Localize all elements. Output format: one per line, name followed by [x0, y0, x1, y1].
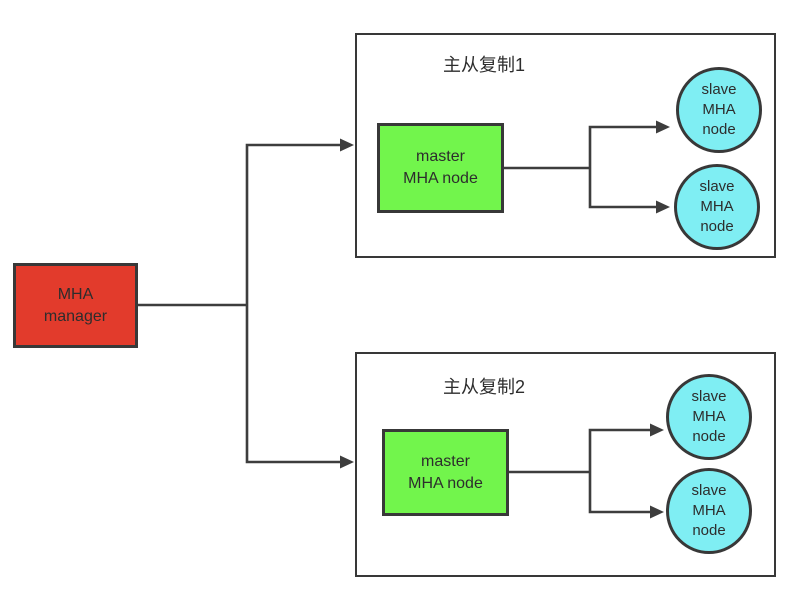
mha-manager-node: MHA manager	[13, 263, 138, 348]
master-mha-node-1-label: master MHA node	[403, 148, 478, 187]
slave-mha-node-2a-label: slave MHA node	[691, 388, 727, 445]
slave-mha-node-1a-label: slave MHA node	[701, 81, 737, 138]
mha-manager-label: MHA manager	[43, 285, 108, 325]
arrowhead-to-group1	[340, 138, 354, 152]
slave-mha-node-1b: slave MHA node	[674, 164, 760, 250]
arrowhead-to-group2	[340, 455, 354, 469]
master-mha-node-2-label: master MHA node	[408, 452, 483, 492]
slave-mha-node-1a: slave MHA node	[676, 67, 762, 153]
slave-mha-node-2b: slave MHA node	[666, 468, 752, 554]
group-1-title: 主从复制1	[443, 55, 526, 75]
slave-mha-node-2a: slave MHA node	[666, 374, 752, 460]
slave-mha-node-1b-label: slave MHA node	[699, 178, 735, 235]
master-mha-node-2: master MHA node	[382, 429, 509, 516]
manager-branch-connector	[136, 143, 343, 464]
group-2-title: 主从复制2	[443, 377, 526, 397]
master-mha-node-1: master MHA node	[377, 123, 504, 213]
slave-mha-node-2b-label: slave MHA node	[691, 482, 727, 539]
